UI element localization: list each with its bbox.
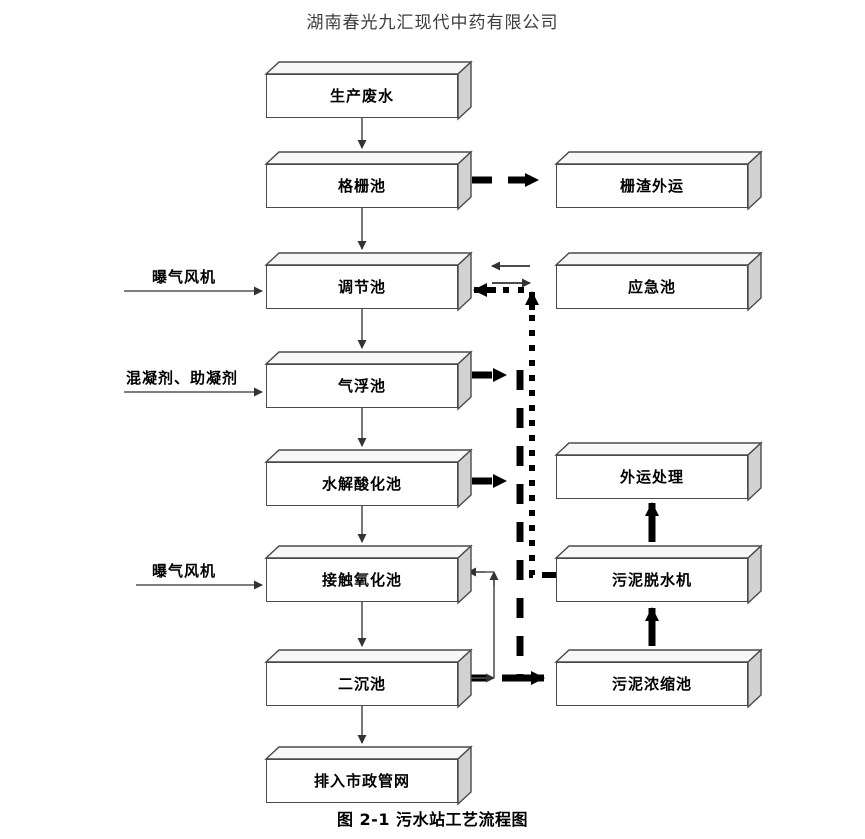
node-label: 生产废水 bbox=[329, 86, 394, 105]
node-sludge-dewaterer[interactable]: 污泥脱水机 bbox=[554, 544, 763, 605]
node-label: 排入市政管网 bbox=[313, 771, 410, 790]
node-label: 二沉池 bbox=[337, 674, 386, 693]
node-label: 调节池 bbox=[337, 277, 386, 296]
node-label: 应急池 bbox=[627, 277, 676, 296]
edge-feed-lines bbox=[124, 286, 263, 590]
node-grit-chamber[interactable]: 格栅池 bbox=[264, 150, 473, 211]
edge-equalization-emergency bbox=[491, 261, 531, 288]
feed-label-blower-2: 曝气风机 bbox=[152, 562, 217, 580]
feed-label-blower-1: 曝气风机 bbox=[152, 268, 217, 286]
node-label: 污泥浓缩池 bbox=[611, 674, 692, 693]
node-label: 栅渣外运 bbox=[619, 176, 684, 195]
node-hydrolysis-acidification-tank[interactable]: 水解酸化池 bbox=[264, 448, 473, 509]
node-label: 格栅池 bbox=[337, 176, 386, 195]
node-contact-oxidation-tank[interactable]: 接触氧化池 bbox=[264, 544, 473, 605]
node-label: 接触氧化池 bbox=[321, 570, 402, 589]
node-label: 水解酸化池 bbox=[321, 474, 402, 493]
node-emergency-tank[interactable]: 应急池 bbox=[554, 251, 763, 312]
node-discharge-municipal-pipe[interactable]: 排入市政管网 bbox=[264, 745, 473, 806]
page-title: 湖南春光九汇现代中药有限公司 bbox=[306, 13, 559, 33]
node-secondary-clarifier[interactable]: 二沉池 bbox=[264, 648, 473, 709]
node-label: 污泥脱水机 bbox=[611, 570, 692, 589]
node-screen-residue-transport[interactable]: 栅渣外运 bbox=[554, 150, 763, 211]
node-flotation-tank[interactable]: 气浮池 bbox=[264, 350, 473, 411]
node-label: 外运处理 bbox=[619, 467, 684, 486]
node-production-wastewater[interactable]: 生产废水 bbox=[264, 60, 473, 121]
node-label: 气浮池 bbox=[337, 376, 386, 395]
node-equalization-tank[interactable]: 调节池 bbox=[264, 251, 473, 312]
figure-caption: 图 2-1 污水站工艺流程图 bbox=[336, 810, 529, 829]
feed-label-coagulant: 混凝剂、助凝剂 bbox=[126, 369, 239, 387]
node-external-disposal[interactable]: 外运处理 bbox=[554, 441, 763, 502]
node-sludge-thickener[interactable]: 污泥浓缩池 bbox=[554, 648, 763, 709]
